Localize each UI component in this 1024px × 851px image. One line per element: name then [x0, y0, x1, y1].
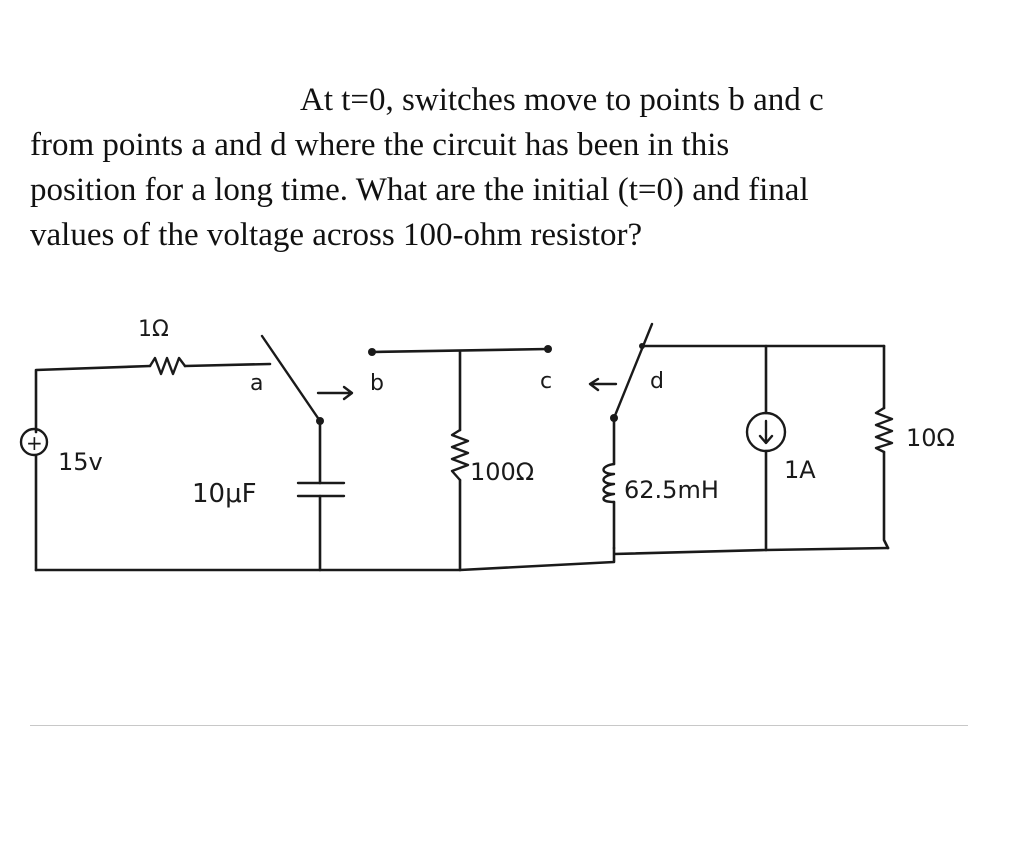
point-a-label: a: [250, 371, 263, 396]
question-line-4: values of the voltage across 100-ohm res…: [30, 217, 643, 253]
point-b-label: b: [370, 371, 384, 396]
wire-top-left: [34, 362, 272, 434]
question-line-2: from points a and d where the circuit ha…: [30, 127, 730, 163]
switch2-arrow: [588, 377, 618, 392]
resistor-10ohm: [874, 406, 894, 454]
question-text: At t=0, switches move to points b and c …: [30, 78, 990, 258]
wire-10ohm: [882, 344, 890, 550]
circuit-diagram: 1Ω + 15v a b 10μF 100Ω c d 62.5mH 1A 10Ω: [19, 317, 955, 572]
current-source-label: 1A: [784, 456, 816, 484]
question-line-1: At t=0, switches move to points b and c: [300, 82, 824, 118]
voltage-source-label: 15v: [58, 448, 103, 476]
point-c-label: c: [540, 369, 552, 394]
voltage-source: [19, 427, 49, 457]
wire-bottom: [34, 546, 890, 572]
question-line-3: position for a long time. What are the i…: [30, 172, 809, 208]
resistor-10ohm-label: 10Ω: [906, 424, 955, 452]
capacitor-label: 10μF: [192, 479, 257, 509]
switch1-blade: [260, 334, 322, 423]
series-resistor-label: 1Ω: [138, 317, 169, 342]
resistor-100ohm-label: 100Ω: [470, 458, 534, 486]
series-resistor-1ohm: [148, 356, 187, 376]
current-source: [745, 411, 787, 453]
inductor-label: 62.5mH: [624, 476, 719, 504]
divider-line: [30, 725, 968, 726]
inductor: [602, 462, 616, 504]
wire-b-c: [370, 347, 550, 354]
switch1-arrow: [316, 385, 354, 401]
voltage-source-polarity: +: [26, 431, 43, 455]
current-source-arrow: [758, 419, 774, 445]
capacitor: [296, 481, 346, 498]
resistor-100ohm: [450, 428, 470, 482]
point-d-label: d: [650, 369, 664, 394]
switch2-blade: [612, 322, 654, 420]
